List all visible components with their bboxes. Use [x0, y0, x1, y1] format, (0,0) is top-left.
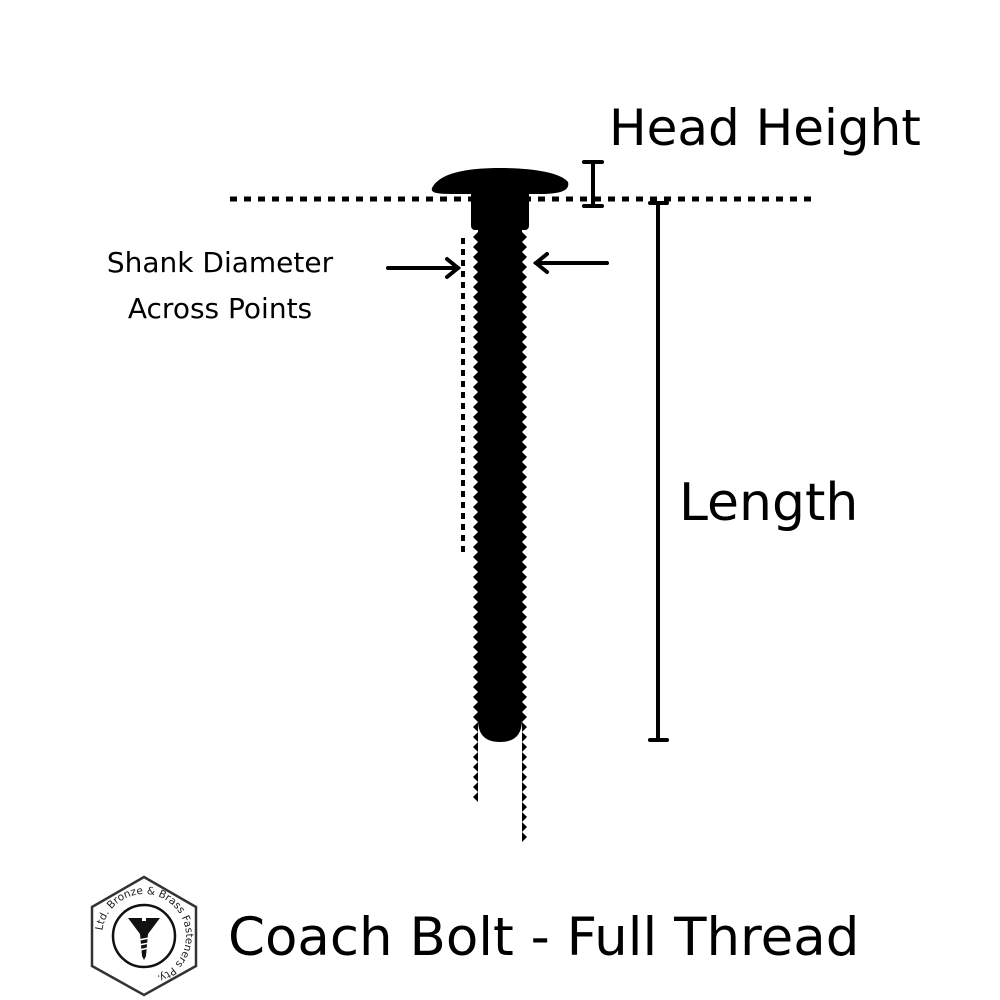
screw-icon: [128, 915, 160, 960]
shank-diameter-label: Shank Diameter Across Points: [60, 240, 380, 332]
threaded-shank: [473, 228, 527, 842]
arrow-right-icon: [386, 257, 462, 279]
length-dimension: [648, 201, 669, 742]
bolt-neck: [471, 190, 529, 230]
head-height-label: Head Height: [609, 99, 921, 157]
shank-label-line1: Shank Diameter: [106, 246, 334, 279]
head-height-dimension: [582, 160, 604, 208]
bolt-head: [431, 168, 569, 194]
diagram-title: Coach Bolt - Full Thread: [228, 907, 860, 968]
arrow-left-icon: [532, 252, 609, 274]
shank-label-line2: Across Points: [127, 292, 313, 325]
length-label: Length: [679, 473, 859, 533]
brand-logo: Ltd. Bronze & Brass Fasteners Pty.: [90, 875, 198, 997]
